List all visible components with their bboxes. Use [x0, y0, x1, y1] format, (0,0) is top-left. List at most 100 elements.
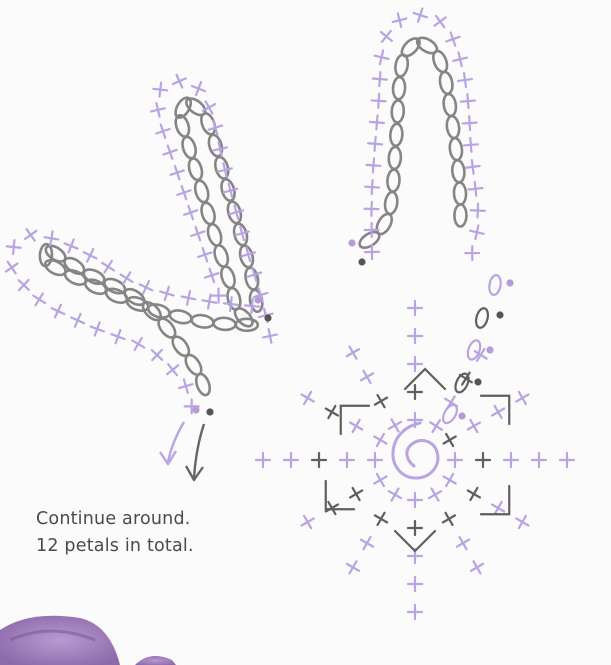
single-crochet-icon — [369, 115, 384, 130]
single-crochet-icon — [170, 72, 188, 90]
chain-stitch-icon — [180, 135, 198, 160]
stitch-stroke — [470, 420, 477, 432]
chain-stitch-icon — [451, 160, 465, 183]
stitch-stroke — [481, 486, 523, 528]
chain-stitch-icon — [199, 201, 217, 225]
slip-stitch-dot — [486, 346, 493, 353]
single-crochet-icon — [465, 246, 479, 260]
single-crochet-icon — [190, 80, 208, 98]
chain-stitch-icon — [387, 169, 400, 192]
slip-stitch-dot — [506, 279, 513, 286]
stitch-stroke — [464, 144, 478, 145]
stitch-stroke — [208, 295, 210, 309]
stitch-stroke — [347, 564, 359, 571]
single-crochet-icon — [408, 329, 422, 343]
single-crochet-icon — [408, 357, 422, 371]
single-crochet-icon — [284, 453, 298, 467]
single-crochet-icon — [371, 509, 390, 528]
stitch-stroke — [470, 231, 484, 234]
single-crochet-icon — [109, 328, 127, 346]
stitch-stroke — [251, 299, 252, 313]
stitch-stroke — [377, 474, 384, 486]
single-crochet-icon — [343, 558, 362, 577]
slip-stitch-dot — [358, 258, 365, 265]
single-crochet-icon — [150, 101, 167, 118]
single-crochet-icon — [463, 137, 478, 152]
stitch-stroke — [405, 369, 445, 389]
single-crochet-icon — [439, 509, 458, 528]
yarn-photo — [0, 616, 176, 665]
stitch-stroke — [135, 338, 142, 350]
single-crochet-icon — [504, 453, 518, 467]
single-crochet-icon — [189, 225, 207, 243]
single-crochet-icon — [256, 453, 270, 467]
stitch-stroke — [347, 349, 359, 356]
single-crochet-icon — [312, 453, 326, 467]
single-crochet-icon — [177, 377, 194, 394]
single-crochet-icon — [408, 493, 422, 507]
stitch-stroke — [353, 488, 360, 500]
single-crochet-icon — [465, 159, 481, 175]
corner-stitch-icon — [312, 481, 354, 523]
chain-stitch-icon — [442, 93, 457, 117]
chain-stitch-icon — [212, 244, 230, 269]
chain-stitch-icon — [168, 308, 192, 325]
single-crochet-icon — [147, 345, 167, 365]
single-crochet-icon — [457, 72, 473, 88]
chain-stitch-icon — [453, 182, 466, 205]
single-crochet-icon — [158, 285, 175, 302]
chain-stitch-icon — [431, 49, 450, 74]
stitch-stroke — [50, 231, 52, 245]
single-crochet-icon — [440, 430, 459, 449]
stitch-stroke — [375, 56, 389, 59]
single-crochet-icon — [182, 204, 200, 222]
single-crochet-icon — [14, 275, 34, 295]
stitch-stroke — [328, 502, 335, 514]
slip-stitch-dot — [496, 311, 503, 318]
slip-stitch-dot — [474, 378, 481, 385]
single-crochet-icon — [2, 258, 21, 277]
stitch-stroke — [153, 89, 167, 91]
instruction-caption: Continue around. 12 petals in total. — [36, 506, 194, 560]
single-crochet-icon — [408, 301, 422, 315]
single-crochet-icon — [532, 453, 546, 467]
single-crochet-icon — [408, 605, 422, 619]
single-crochet-icon — [343, 343, 362, 362]
stitch-stroke — [328, 406, 335, 418]
stitch-stroke — [519, 392, 526, 404]
chain-stitch-icon — [194, 372, 213, 397]
slip-stitch-dot — [348, 239, 355, 246]
single-crochet-icon — [444, 30, 462, 48]
chain-stitch-icon — [384, 191, 399, 214]
single-crochet-icon — [68, 311, 86, 329]
chain-stitch-icon — [391, 100, 404, 123]
single-crochet-icon — [30, 290, 49, 309]
chain-stitch-icon — [449, 137, 464, 160]
stitch-stroke — [443, 515, 455, 522]
stitch-stroke — [213, 147, 227, 150]
caption-line-2: 12 petals in total. — [36, 533, 194, 560]
single-crochet-icon — [153, 82, 169, 98]
chain-stitch-icon — [488, 274, 502, 296]
single-crochet-icon — [476, 453, 490, 467]
single-crochet-icon — [347, 416, 366, 435]
stitch-stroke — [6, 264, 18, 272]
single-crochet-icon — [161, 143, 179, 161]
corner-stitch-icon — [481, 486, 523, 528]
chain-stitch-icon — [415, 35, 440, 57]
single-crochet-icon — [408, 521, 422, 535]
single-crochet-icon — [391, 12, 408, 29]
chain-stitch-icon — [474, 307, 490, 329]
single-crochet-icon — [513, 388, 532, 407]
stitch-stroke — [368, 143, 382, 144]
chain-loops — [39, 35, 466, 397]
corner-stitch-icon — [405, 369, 445, 389]
single-crochet-icon — [371, 430, 390, 449]
stitch-stroke — [304, 392, 311, 404]
chain-stitch-icon — [219, 265, 237, 290]
stitch-stroke — [471, 564, 483, 571]
single-crochet-icon — [21, 225, 41, 245]
single-crochet-icon — [460, 94, 475, 109]
stitch-stroke — [446, 474, 453, 486]
single-crochet-icon — [322, 402, 341, 421]
